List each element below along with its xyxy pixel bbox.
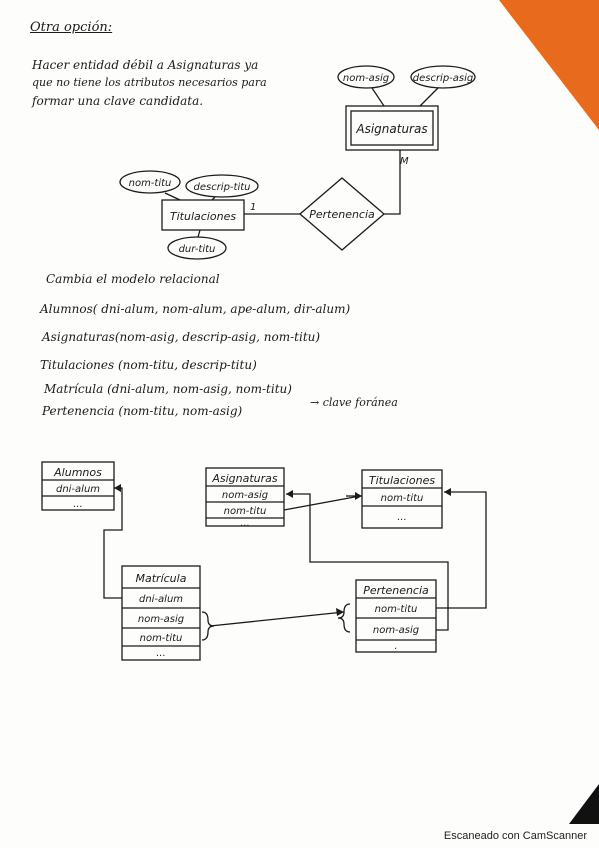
attr-nom-titu-ellipse <box>119 170 181 194</box>
entity-titulaciones-label: Titulaciones <box>170 210 236 223</box>
relation-titulaciones: Titulaciones (nom-titu, descrip-titu) <box>40 358 257 372</box>
attr-dur-titu-ellipse <box>167 236 227 260</box>
attr-dur-titu: dur-titu <box>179 244 216 255</box>
fk-arrow-matricula-pertenencia <box>209 611 345 627</box>
attr-descrip-asig: descrip-asig <box>413 73 474 84</box>
foreign-key-annotation: → clave foránea <box>310 396 398 409</box>
page-title: Otra opción: <box>30 20 113 35</box>
relation-matricula: Matrícula (dni-alum, nom-asig, nom-titu) <box>44 382 292 396</box>
relation-asignaturas: Asignaturas(nom-asig, descrip-asig, nom-… <box>42 330 321 344</box>
table-pertenencia-row: nom-asig <box>373 625 419 636</box>
table-pertenencia-title: Pertenencia <box>363 584 429 597</box>
page-corner-fold <box>569 784 599 824</box>
attr-nom-titu: nom-titu <box>129 178 172 189</box>
entity-titulaciones <box>161 199 245 231</box>
fk-arrow-pertenencia-titulaciones <box>436 491 487 609</box>
table-pertenencia-row: nom-titu <box>375 604 418 615</box>
table-pertenencia-row: . <box>394 641 397 652</box>
entity-asignaturas-outer <box>345 105 439 151</box>
table-asignaturas-title: Asignaturas <box>211 472 278 485</box>
attr-descrip-asig-ellipse <box>410 65 476 89</box>
table-titulaciones-row: ... <box>397 512 407 523</box>
table-matricula-row: dni-alum <box>139 594 183 605</box>
attr-descrip-titu-ellipse <box>185 174 259 198</box>
table-asignaturas <box>205 467 285 527</box>
table-asignaturas-row: nom-titu <box>224 506 267 517</box>
table-matricula-row: nom-asig <box>138 614 184 625</box>
fk-arrow-matricula-alumnos <box>103 487 123 599</box>
table-matricula-row: ... <box>156 648 166 659</box>
entity-asignaturas-label: Asignaturas <box>355 122 427 136</box>
attr-nom-asig: nom-asig <box>343 73 389 84</box>
relation-pertenencia: Pertenencia (nom-titu, nom-asig) <box>42 404 243 418</box>
table-matricula-row: nom-titu <box>140 633 183 644</box>
relationship-label: Pertenencia <box>309 208 375 221</box>
entity-asignaturas-inner <box>350 110 434 146</box>
table-titulaciones-title: Titulaciones <box>369 474 435 487</box>
table-alumnos-row: dni-alum <box>56 484 100 495</box>
table-asignaturas-row: nom-asig <box>222 490 268 501</box>
scanner-watermark: Escaneado con CamScanner <box>443 830 587 842</box>
cardinality-one: 1 <box>250 202 256 213</box>
relation-alumnos: Alumnos( dni-alum, nom-alum, ape-alum, d… <box>40 302 351 316</box>
table-matricula <box>121 565 201 661</box>
cardinality-many: M <box>400 156 409 167</box>
note-line-2: que no tiene los atributos necesarios pa… <box>32 76 267 89</box>
table-titulaciones-row: nom-titu <box>381 493 424 504</box>
table-alumnos-title: Alumnos <box>53 466 102 479</box>
table-alumnos <box>41 461 115 511</box>
fk-arrow-pertenencia-asignaturas <box>286 493 449 631</box>
page-corner-shadow <box>499 0 599 130</box>
table-pertenencia <box>355 579 437 653</box>
relational-heading: Cambia el modelo relacional <box>46 272 220 286</box>
table-matricula-title: Matrícula <box>136 572 187 585</box>
table-asignaturas-row: ... <box>240 518 250 529</box>
attr-descrip-titu: descrip-titu <box>193 182 250 193</box>
table-titulaciones <box>361 469 443 529</box>
attr-nom-asig-ellipse <box>337 65 395 89</box>
note-line-1: Hacer entidad débil a Asignaturas ya <box>32 58 259 72</box>
note-line-3: formar una clave candidata. <box>32 94 204 108</box>
table-alumnos-row: ... <box>73 499 83 510</box>
